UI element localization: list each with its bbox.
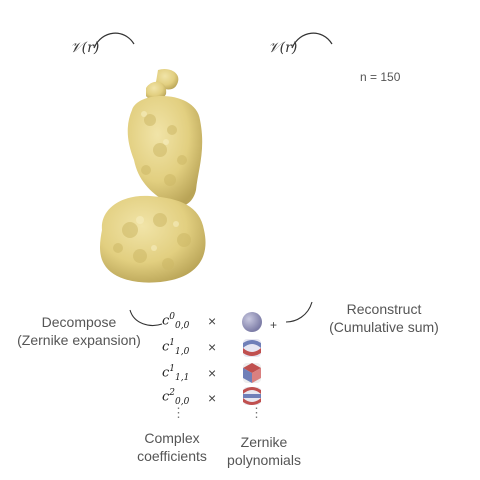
curve-arrow-icon-left [93, 32, 135, 49]
coef-sub: 1,0 [175, 346, 190, 357]
coefficient-2: c11,1 [162, 364, 189, 383]
coef-sup: 1 [169, 338, 176, 348]
curve-arrow-icon-right [291, 32, 333, 49]
coef-base: c [162, 313, 170, 329]
times-sign-0: × [208, 313, 217, 329]
volume-function-label-right: 𝒱(r) [268, 40, 298, 56]
coef-sub: 1,1 [175, 372, 190, 383]
zernike-line2: polynomials [227, 452, 301, 468]
basis-vdots: ⋮ [250, 405, 263, 420]
arrow-icon-right [285, 301, 313, 323]
coef-vdots: ⋮ [172, 405, 185, 420]
zernike-polynomials-label: Zernike polynomials [214, 433, 314, 469]
zernike-basis-icon-2 [243, 363, 261, 383]
coef-sub: 0,0 [175, 320, 190, 331]
zernike-basis-icon-3 [243, 387, 261, 405]
coef-base: c [162, 339, 170, 355]
n-value: n = 150 [360, 70, 401, 84]
times-sign-1: × [208, 339, 217, 355]
density-map-icon [100, 68, 206, 283]
complex-line2: coefficients [137, 448, 207, 464]
arrow-icon-left [129, 309, 163, 327]
reconstruct-line1: Reconstruct [346, 301, 422, 317]
zernike-line1: Zernike [240, 434, 288, 450]
zernike-sphere-icon [242, 312, 262, 332]
coefficient-0: c00,0 [162, 312, 189, 331]
decompose-line1: Decompose [41, 314, 117, 330]
coef-sup: 0 [169, 312, 176, 322]
times-sign-3: × [208, 390, 217, 406]
decompose-line2: (Zernike expansion) [17, 332, 141, 348]
volume-function-label-left: 𝒱(r) [70, 40, 100, 56]
complex-line1: Complex [144, 430, 200, 446]
coef-sub: 0,0 [175, 396, 190, 407]
plus-sign-0: + [270, 318, 278, 332]
reconstruct-line2: (Cumulative sum) [329, 319, 439, 335]
complex-coefficients-label: Complex coefficients [122, 429, 222, 465]
decompose-label: Decompose (Zernike expansion) [4, 313, 154, 349]
coef-sup: 1 [169, 364, 176, 374]
reconstruct-label: Reconstruct (Cumulative sum) [304, 300, 464, 336]
coefficient-3: c20,0 [162, 388, 189, 407]
coef-sup: 2 [169, 388, 176, 398]
coef-base: c [162, 389, 170, 405]
times-sign-2: × [208, 365, 217, 381]
coef-base: c [162, 365, 170, 381]
coefficient-1: c11,0 [162, 338, 189, 357]
zernike-basis-icon-1 [243, 339, 261, 357]
